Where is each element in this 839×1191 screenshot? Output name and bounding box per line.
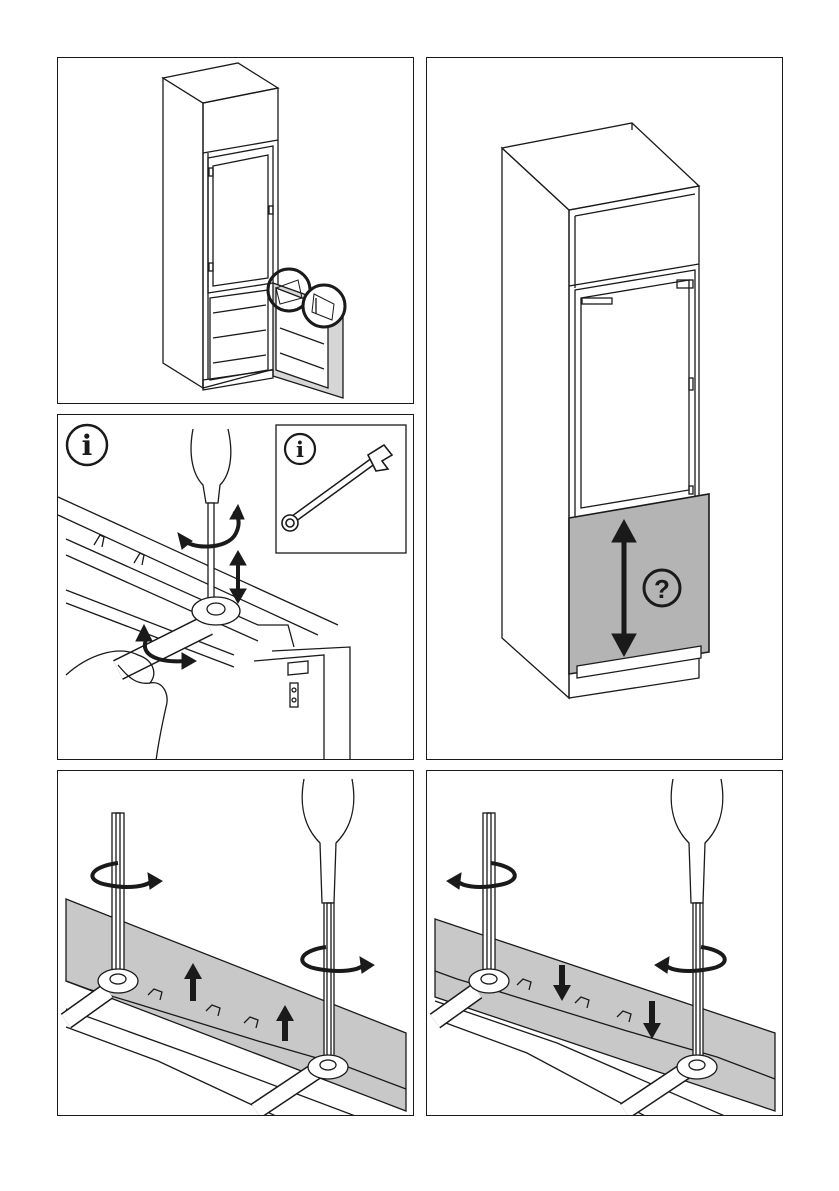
info-icon: i: [67, 425, 107, 465]
screwdriver-icon: [191, 429, 231, 603]
cabinet-illustration: [163, 63, 343, 398]
panel-screw-wrench: i i: [57, 414, 414, 760]
rotate-clockwise-icon: [302, 947, 374, 973]
door-panel: [569, 494, 709, 678]
panel-lower-door: [426, 770, 783, 1116]
wrench-inset: i: [276, 425, 406, 553]
magnifier-circle-icon: [303, 285, 345, 327]
question-glyph: ?: [654, 574, 670, 604]
rotate-counterclockwise-icon: [655, 947, 725, 973]
panel-raise-door: [57, 770, 414, 1116]
screwdriver-icon: [483, 813, 495, 978]
panel-door-height: ?: [426, 57, 783, 760]
info-glyph: i: [82, 429, 93, 462]
rotate-clockwise-icon: [92, 863, 162, 889]
hand-illustration: [66, 651, 167, 760]
info-icon: i: [285, 434, 315, 464]
rotate-counterclockwise-icon: [447, 863, 515, 889]
info-glyph-inset: i: [296, 437, 304, 462]
question-mark-icon: ?: [644, 570, 680, 606]
wrench-icon: [118, 597, 240, 670]
screwdriver-icon: [112, 813, 124, 978]
panel-overview: [57, 57, 414, 404]
